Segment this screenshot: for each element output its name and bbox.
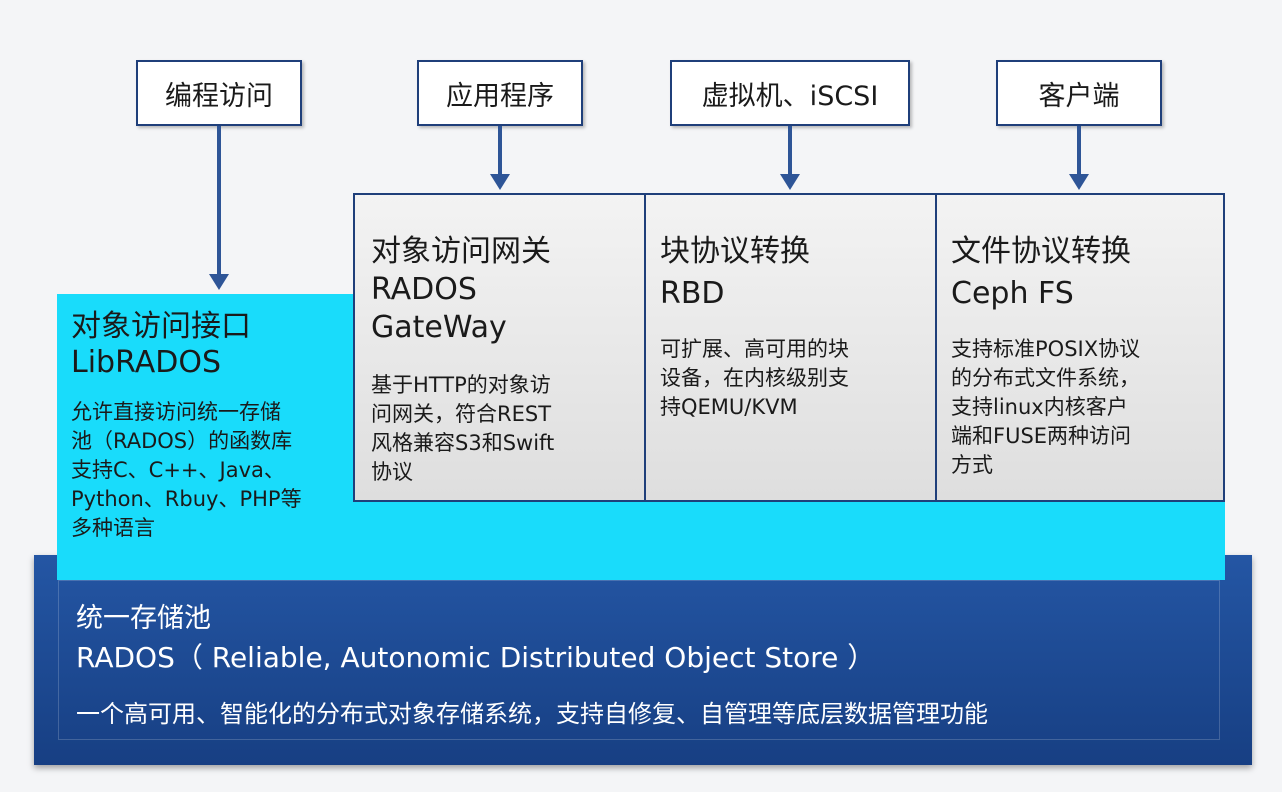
librados-desc-line: Python、Rbuy、PHP等	[71, 487, 302, 511]
rbd-desc-line: 可扩展、高可用的块	[660, 337, 849, 361]
librados-title: 对象访问接口	[71, 309, 251, 344]
rbd-desc-line: 设备，在内核级别支	[660, 366, 849, 390]
rados-gateway-panel: 对象访问网关 RADOS GateWay 基于HTTP的对象访 问网关，符合RE…	[353, 193, 646, 502]
arrow-to-gateway	[498, 126, 502, 176]
librados-desc-line: 允许直接访问统一存储	[71, 400, 281, 424]
gateway-description: 基于HTTP的对象访 问网关，符合REST 风格兼容S3和Swift 协议	[371, 371, 554, 487]
cephfs-desc-line: 端和FUSE两种访问	[951, 424, 1132, 448]
top-box-programming-access: 编程访问	[136, 60, 302, 126]
cephfs-desc-line: 的分布式文件系统，	[951, 366, 1140, 390]
librados-block: 对象访问接口 LibRADOS 允许直接访问统一存储 池（RADOS）的函数库 …	[57, 294, 357, 540]
gateway-desc-line: 风格兼容S3和Swift	[371, 431, 555, 455]
librados-desc-line: 多种语言	[71, 516, 155, 540]
librados-description: 允许直接访问统一存储 池（RADOS）的函数库 支持C、C++、Java、 Py…	[71, 398, 302, 543]
gateway-name-line2: GateWay	[371, 310, 507, 345]
unified-storage-pool	[34, 555, 1252, 765]
top-box-vm-iscsi: 虚拟机、iSCSI	[670, 60, 910, 126]
librados-desc-line: 池（RADOS）的函数库	[71, 429, 293, 453]
cephfs-desc-line: 支持linux内核客户	[951, 395, 1128, 419]
pool-description: 一个高可用、智能化的分布式对象存储系统，支持自修复、自管理等底层数据管理功能	[76, 700, 988, 728]
top-box-application: 应用程序	[417, 60, 583, 126]
gateway-desc-line: 协议	[371, 460, 413, 484]
storage-pool-inner-frame	[58, 580, 1220, 740]
arrow-to-rbd	[788, 126, 792, 176]
pool-title: 统一存储池	[76, 603, 211, 634]
cephfs-name: Ceph FS	[951, 276, 1074, 311]
cephfs-title: 文件协议转换	[951, 234, 1131, 269]
librados-desc-line: 支持C、C++、Java、	[71, 458, 285, 482]
arrow-to-cephfs	[1077, 126, 1081, 176]
rbd-title: 块协议转换	[660, 234, 810, 269]
gateway-desc-line: 基于HTTP的对象访	[371, 373, 551, 397]
pool-name: RADOS（ Reliable, Autonomic Distributed O…	[76, 641, 876, 674]
rbd-name: RBD	[660, 276, 725, 311]
librados-name: LibRADOS	[71, 345, 221, 380]
ceph-fs-panel: 文件协议转换 Ceph FS 支持标准POSIX协议 的分布式文件系统， 支持l…	[935, 193, 1225, 502]
rbd-desc-line: 持QEMU/KVM	[660, 395, 798, 419]
librados-base-band	[57, 500, 1225, 580]
top-box-client: 客户端	[996, 60, 1162, 126]
rbd-panel: 块协议转换 RBD 可扩展、高可用的块 设备，在内核级别支 持QEMU/KVM	[644, 193, 937, 502]
rbd-description: 可扩展、高可用的块 设备，在内核级别支 持QEMU/KVM	[660, 335, 849, 422]
gateway-desc-line: 问网关，符合REST	[371, 402, 552, 426]
arrow-to-librados	[217, 126, 221, 276]
gateway-name-line1: RADOS	[371, 272, 477, 307]
cephfs-desc-line: 支持标准POSIX协议	[951, 337, 1141, 361]
cephfs-description: 支持标准POSIX协议 的分布式文件系统， 支持linux内核客户 端和FUSE…	[951, 335, 1140, 480]
cephfs-desc-line: 方式	[951, 453, 993, 477]
gateway-title: 对象访问网关	[371, 234, 551, 269]
